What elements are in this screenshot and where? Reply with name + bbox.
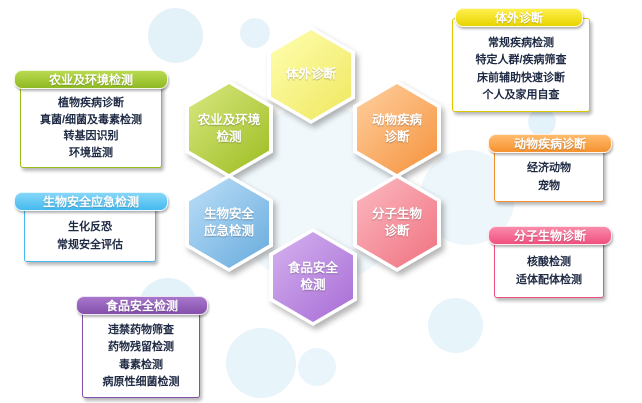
list-item: 真菌/细菌及毒素检测	[39, 113, 143, 126]
list-item: 床前辅助快速诊断	[477, 71, 565, 84]
list-item: 病原性细菌检测	[102, 375, 180, 388]
background-circle	[298, 348, 336, 386]
background-circle	[226, 328, 296, 398]
hexagon-molecular-biology: 分子生物 诊断	[353, 174, 441, 272]
callout-box-in-vitro: 常规疾病检测 特定人群/疾病筛查 床前辅助快速诊断 个人及家用自查	[452, 18, 590, 112]
hexagon-border: 食品安全 检测	[269, 228, 357, 326]
hexagon-fill: 动物疾病 诊断	[357, 84, 437, 174]
callout-title-text: 农业及环境检测	[48, 73, 133, 87]
hexagon-animal-disease: 动物疾病 诊断	[353, 80, 441, 178]
hexagon-fill: 农业及环境 检测	[189, 84, 269, 174]
background-circle	[428, 298, 483, 353]
hexagon-label: 体外诊断	[285, 67, 336, 82]
list-item: 经济动物	[527, 162, 571, 175]
list-item: 宠物	[538, 179, 560, 192]
list-item: 环境监测	[69, 146, 113, 159]
hexagon-label: 农业及环境 检测	[197, 112, 261, 145]
hexagon-border: 农业及环境 检测	[185, 80, 273, 178]
background-circle	[240, 18, 270, 48]
hexagon-label: 动物疾病 诊断	[371, 112, 422, 145]
list-item: 常规疾病检测	[488, 36, 554, 49]
callout-title-in-vitro: 体外诊断	[455, 8, 583, 27]
list-item: 植物疾病诊断	[58, 97, 124, 110]
callout-title-food-safety: 食品安全检测	[76, 296, 208, 315]
hexagon-food-safety: 食品安全 检测	[269, 228, 357, 326]
hexagon-border: 动物疾病 诊断	[353, 80, 441, 178]
callout-box-agriculture: 植物疾病诊断 真菌/细菌及毒素检测 转基因识别 环境监测	[20, 80, 162, 168]
list-item: 核酸检测	[527, 255, 571, 268]
callout-title-agriculture: 农业及环境检测	[14, 70, 168, 89]
callout-title-molecular: 分子生物诊断	[488, 226, 612, 245]
hexagon-border: 生物安全 应急检测	[185, 174, 273, 272]
callout-title-text: 食品安全检测	[105, 299, 178, 313]
hexagon-fill: 食品安全 检测	[273, 232, 353, 322]
callout-title-text: 分子生物诊断	[513, 229, 586, 243]
callout-box-molecular: 核酸检测 适体配体检测	[494, 236, 604, 298]
callout-title-animal-disease: 动物疾病诊断	[488, 134, 612, 153]
callout-title-text: 生物安全应急检测	[42, 195, 139, 209]
hexagon-fill: 生物安全 应急检测	[189, 178, 269, 268]
hexagon-agriculture-environment: 农业及环境 检测	[185, 80, 273, 178]
list-item: 生化反恐	[68, 220, 112, 233]
hexagon-fill: 分子生物 诊断	[357, 178, 437, 268]
hexagon-border: 分子生物 诊断	[353, 174, 441, 272]
hexagon-border: 体外诊断	[267, 26, 355, 124]
hexagon-label: 分子生物 诊断	[371, 206, 422, 239]
callout-title-biosafety: 生物安全应急检测	[14, 192, 168, 211]
callout-box-food-safety: 违禁药物筛查 药物残留检测 毒素检测 病原性细菌检测	[82, 306, 200, 398]
callout-title-text: 动物疾病诊断	[513, 137, 586, 151]
callout-box-animal-disease: 经济动物 宠物	[494, 144, 604, 202]
list-item: 药物残留检测	[108, 341, 174, 354]
background-circle	[148, 8, 203, 63]
list-item: 违禁药物筛查	[108, 324, 174, 337]
callout-title-text: 体外诊断	[494, 11, 543, 25]
background-circle	[528, 108, 556, 136]
hexagon-label: 食品安全 检测	[287, 260, 338, 293]
list-item: 毒素检测	[119, 358, 163, 371]
hexagon-fill: 体外诊断	[271, 30, 351, 120]
list-item: 常规安全评估	[57, 238, 123, 251]
callout-box-biosafety: 生化反恐 常规安全评估	[24, 202, 156, 262]
list-item: 适体配体检测	[516, 274, 582, 287]
list-item: 特定人群/疾病筛查	[475, 54, 567, 67]
hexagon-biosafety-emergency: 生物安全 应急检测	[185, 174, 273, 272]
hexagon-label: 生物安全 应急检测	[203, 206, 254, 239]
hexagon-in-vitro-diagnosis: 体外诊断	[267, 26, 355, 124]
list-item: 个人及家用自查	[482, 89, 560, 102]
list-item: 转基因识别	[63, 130, 119, 143]
